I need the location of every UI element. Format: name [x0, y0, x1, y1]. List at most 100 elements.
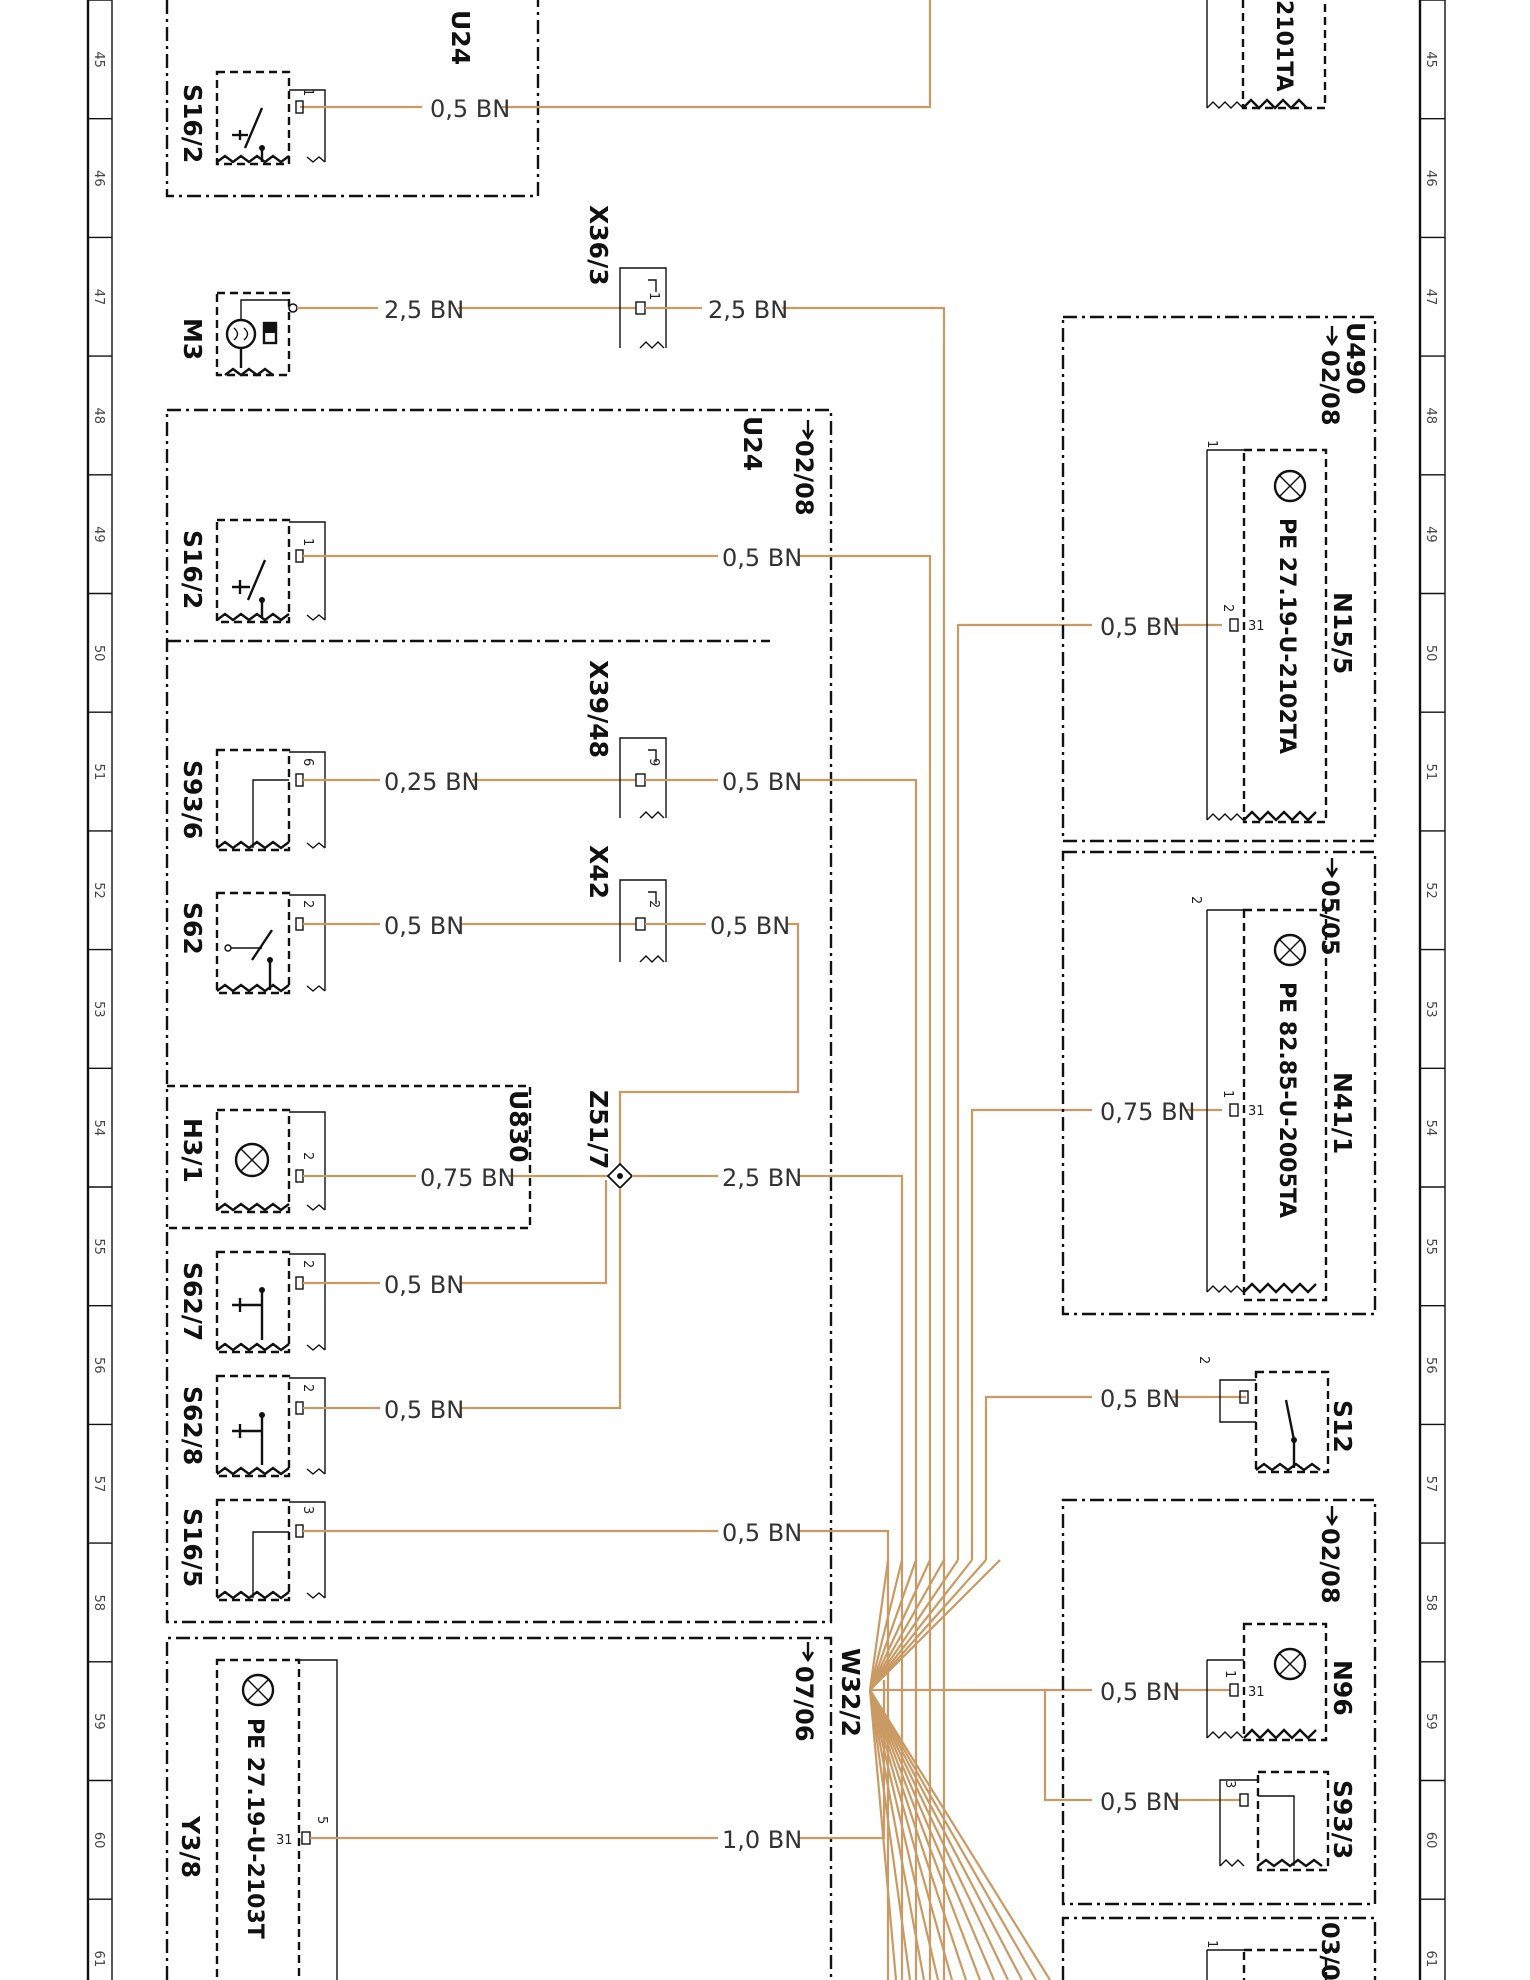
ruler-number: 51 [1423, 764, 1438, 781]
s62-7-switch: S62/7 2 [178, 1250, 326, 1354]
ruler-number: 60 [91, 1832, 106, 1849]
ruler-number: 49 [1423, 526, 1438, 543]
wire-label-y3-8: 1,0 BN [722, 1826, 802, 1854]
wire-label-s62-8: 0,5 BN [384, 1396, 464, 1424]
ruler-number: 46 [1423, 170, 1438, 187]
ruler-number: 52 [91, 882, 106, 899]
ruler-number: 45 [1423, 51, 1438, 68]
u830-label: U830 [504, 1090, 533, 1163]
svg-text:N15/5: N15/5 [1328, 592, 1357, 674]
svg-text:02/08: 02/08 [1316, 350, 1344, 426]
right-ruler [1418, 0, 1446, 1980]
ruler-number: 47 [91, 289, 106, 306]
ruler-number: 61 [91, 1951, 106, 1968]
ruler-number: 61 [1423, 1951, 1438, 1968]
n96-label: N96 [1328, 1660, 1357, 1716]
m3-label: M3 [178, 318, 207, 360]
svg-text:31: 31 [1248, 619, 1265, 634]
s12-label: S12 [1328, 1400, 1357, 1453]
wire-label-s16-5: 0,5 BN [722, 1519, 802, 1547]
s93-6-label: S93/6 [178, 760, 207, 839]
svg-text:2: 2 [646, 900, 661, 908]
n96-ref: 02/08 [1316, 1528, 1344, 1604]
svg-text:2: 2 [300, 1152, 315, 1160]
svg-text:07/06: 07/06 [790, 1666, 818, 1742]
u24-ref: 02/08 [790, 440, 818, 516]
svg-text:PE 27.19-U-2103T: PE 27.19-U-2103T [242, 1718, 267, 1939]
x42-label: X42 [584, 845, 613, 899]
u490-ref: 02/08 [1316, 350, 1344, 426]
u24-top-module: U24 [165, 0, 540, 198]
wire-s62-b [618, 922, 800, 1175]
u830-module: U830 [167, 1084, 533, 1230]
svg-text:02/08: 02/08 [790, 440, 818, 516]
svg-text:3: 3 [300, 1506, 315, 1514]
wire-label-s16-2-top: 0,5 BN [430, 95, 510, 123]
svg-text:H3/1: H3/1 [178, 1118, 207, 1183]
s16-5-label: S16/5 [178, 1508, 207, 1587]
s93-6-switch: S93/6 6 [178, 748, 326, 852]
y3-8-ref: 07/06 [790, 1666, 818, 1742]
svg-text:6: 6 [300, 758, 315, 766]
ruler-number: 49 [91, 526, 106, 543]
ruler-number: 51 [91, 764, 106, 781]
wire-z51-7 [632, 1174, 904, 1980]
svg-text:U24: U24 [446, 10, 475, 65]
ruler-number: 57 [91, 1476, 106, 1493]
svg-text:N41/1: N41/1 [1328, 1072, 1357, 1154]
m3-motor: M3 [178, 291, 298, 377]
s62-7-label: S62/7 [178, 1262, 207, 1341]
y3-8-pe: PE 27.19-U-2103T [242, 1718, 267, 1939]
svg-text:03/0: 03/0 [1316, 1922, 1344, 1980]
ruler-number: 55 [1423, 1238, 1438, 1255]
s16-2-switch: S16/2 1 [178, 518, 326, 624]
left-ruler [86, 0, 113, 1980]
svg-text:31: 31 [276, 1833, 293, 1848]
svg-text:1: 1 [1204, 1940, 1219, 1948]
wire-label-s62-a: 0,5 BN [384, 912, 464, 940]
ruler-number: 56 [1423, 1357, 1438, 1374]
svg-text:1: 1 [1204, 440, 1219, 448]
y3-8-label: Y3/8 [176, 1815, 205, 1878]
wire-label-n15-5: 0,5 BN [1100, 613, 1180, 641]
svg-text:Y3/8: Y3/8 [176, 1815, 205, 1878]
svg-text:Z51/7: Z51/7 [584, 1090, 613, 1169]
wire-label-s93-6-b: 0,5 BN [722, 768, 802, 796]
s62-8-switch: S62/8 2 [178, 1374, 326, 1478]
ruler-number: 50 [91, 645, 106, 662]
x36-3-label: X36/3 [584, 205, 613, 286]
label-2101ta: 2101TA [1271, 0, 1296, 92]
pin-s16-2 [295, 549, 304, 563]
svg-text:U490: U490 [1341, 322, 1370, 395]
svg-text:S93/6: S93/6 [178, 760, 207, 839]
svg-text:PE 82.85-U-2005TA: PE 82.85-U-2005TA [1274, 982, 1299, 1218]
pin-s16-2-top [295, 100, 304, 114]
svg-text:2: 2 [300, 900, 315, 908]
s62-label: S62 [178, 902, 207, 955]
ruler-number: 52 [1423, 882, 1438, 899]
wire-n15-5 [956, 623, 1222, 1560]
wire-label-s93-3: 0,5 BN [1100, 1788, 1180, 1816]
ruler-number: 59 [1423, 1713, 1438, 1730]
ruler-number: 53 [91, 1001, 106, 1018]
wire-label-s12: 0,5 BN [1100, 1385, 1180, 1413]
u24-module: U24 02/08 [165, 408, 833, 1624]
u490-module: U490 02/08 [1061, 315, 1377, 843]
x39-48-label: X39/48 [584, 660, 613, 758]
wire-s16-2-top [300, 0, 932, 109]
h3-1-lamp: H3/1 2 [178, 1108, 326, 1214]
ruler-number: 58 [91, 1594, 106, 1611]
ruler-number: 45 [91, 51, 106, 68]
svg-text:2: 2 [300, 1260, 315, 1268]
module-2101ta: 2101TA [1206, 0, 1327, 110]
wire-s62-7 [303, 1180, 608, 1285]
ruler-number: 54 [91, 1120, 106, 1137]
svg-text:1: 1 [300, 538, 315, 546]
n15-5-label: N15/5 [1328, 592, 1357, 674]
s12-switch: S12 2 [1196, 1356, 1357, 1474]
svg-text:S12: S12 [1328, 1400, 1357, 1453]
ruler-number: 48 [1423, 407, 1438, 424]
svg-text:1: 1 [1222, 1670, 1237, 1678]
s93-3-switch: S93/3 3 [1219, 1770, 1357, 1872]
svg-text:S62/7: S62/7 [178, 1262, 207, 1341]
